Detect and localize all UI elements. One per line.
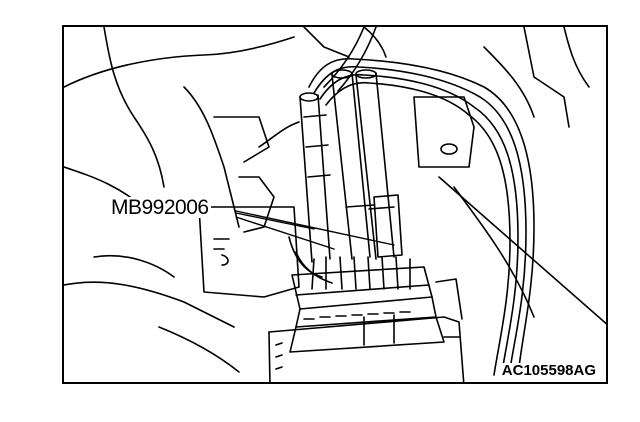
leader-lines <box>235 210 395 250</box>
background-panel-lines <box>64 27 606 373</box>
connector-illustration <box>64 27 606 382</box>
probe-tubes <box>299 69 403 263</box>
harness-connector <box>268 236 465 382</box>
figure-code-label: AC105598AG <box>499 362 598 379</box>
wire-bundle <box>308 27 535 376</box>
figure-frame: MB992006 AC105598AG <box>62 25 608 384</box>
tool-number-label: MB992006 <box>109 196 211 219</box>
